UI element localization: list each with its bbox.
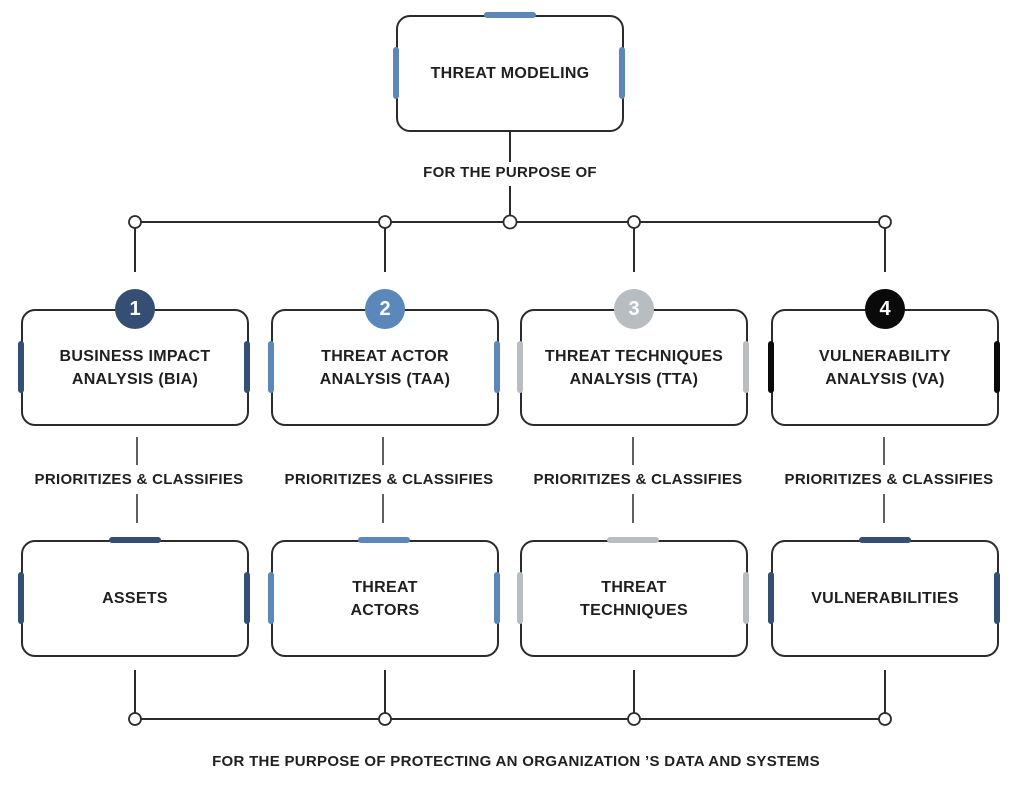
analysis-box-2-text: THREAT ACTOR ANALYSIS (TAA): [319, 347, 451, 388]
top-box-accent-right: [619, 47, 625, 99]
target-box-3-accent-left: [517, 572, 523, 624]
upper-node-3: [627, 215, 641, 229]
lower-node-4: [878, 712, 892, 726]
lower-node-1: [128, 712, 142, 726]
target-box-2-accent-left: [268, 572, 274, 624]
target-box-1-accent-top: [109, 537, 161, 543]
upper-node-center: [502, 214, 518, 230]
target-box-3: THREAT TECHNIQUES: [520, 540, 748, 657]
relation-label-3: PRIORITIZES & CLASSIFIES: [520, 471, 756, 488]
analysis-box-4-accent-right: [994, 341, 1000, 393]
target-box-2: THREAT ACTORS: [271, 540, 499, 657]
step-badge-1: 1: [115, 289, 155, 329]
analysis-box-1-accent-right: [244, 341, 250, 393]
upper-node-2: [378, 215, 392, 229]
analysis-box-2-accent-right: [494, 341, 500, 393]
target-box-4-accent-left: [768, 572, 774, 624]
analysis-box-1-accent-left: [18, 341, 24, 393]
target-box-3-text: THREAT TECHNIQUES: [580, 578, 688, 619]
relation-label-1: PRIORITIZES & CLASSIFIES: [21, 471, 257, 488]
footer-caption: FOR THE PURPOSE OF PROTECTING AN ORGANIZ…: [92, 753, 940, 770]
target-box-1-accent-left: [18, 572, 24, 624]
threat-modeling-box: THREAT MODELING: [396, 15, 624, 132]
step-badge-2: 2: [365, 289, 405, 329]
target-box-1-accent-right: [244, 572, 250, 624]
analysis-box-3-accent-left: [517, 341, 523, 393]
target-box-4-accent-top: [859, 537, 911, 543]
target-box-1: ASSETS: [21, 540, 249, 657]
target-box-2-text: THREAT ACTORS: [350, 578, 420, 619]
step-badge-3: 3: [614, 289, 654, 329]
analysis-box-2-accent-left: [268, 341, 274, 393]
threat-modeling-title: THREAT MODELING: [430, 65, 590, 82]
analysis-box-4-text: VULNERABILITY ANALYSIS (VA): [819, 347, 951, 388]
analysis-box-3-text: THREAT TECHNIQUES ANALYSIS (TTA): [544, 347, 724, 388]
target-box-3-accent-top: [607, 537, 659, 543]
top-box-accent-top: [484, 12, 536, 18]
target-box-2-accent-right: [494, 572, 500, 624]
relation-label-4: PRIORITIZES & CLASSIFIES: [771, 471, 1007, 488]
target-box-4: VULNERABILITIES: [771, 540, 999, 657]
top-box-accent-left: [393, 47, 399, 99]
lower-node-2: [378, 712, 392, 726]
upper-node-1: [128, 215, 142, 229]
analysis-box-3-accent-right: [743, 341, 749, 393]
purpose-label: FOR THE PURPOSE OF: [400, 164, 620, 181]
target-box-2-accent-top: [358, 537, 410, 543]
relation-label-2: PRIORITIZES & CLASSIFIES: [271, 471, 507, 488]
lower-node-3: [627, 712, 641, 726]
target-box-3-accent-right: [743, 572, 749, 624]
upper-node-4: [878, 215, 892, 229]
target-box-1-text: ASSETS: [102, 590, 168, 607]
analysis-box-1-text: BUSINESS IMPACT ANALYSIS (BIA): [59, 347, 211, 388]
target-box-4-accent-right: [994, 572, 1000, 624]
analysis-box-4-accent-left: [768, 341, 774, 393]
step-badge-4: 4: [865, 289, 905, 329]
target-box-4-text: VULNERABILITIES: [811, 590, 959, 607]
